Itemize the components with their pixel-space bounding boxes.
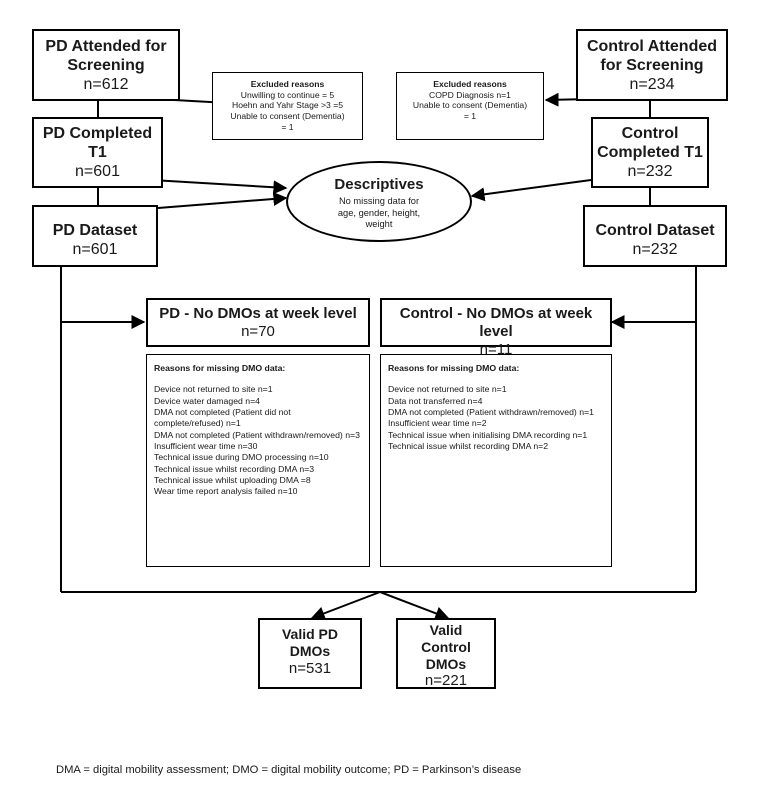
arrow-pd-dataset-descriptives [157, 192, 288, 209]
control-t1-title: Control Completed T1 [597, 125, 703, 162]
pd-reason-item: Technical issue whilst uploading DMA =8 [154, 474, 311, 485]
descriptives-ellipse: Descriptives No missing data for age, ge… [286, 161, 472, 242]
valid-pd-box: Valid PD DMOs n=531 [258, 618, 362, 689]
control-reason-item: Technical issue when initialising DMA re… [388, 429, 588, 440]
pd-reason-item: Insufficient wear time n=30 [154, 440, 258, 451]
pd-reason-item: DMA not completed (Patient did not compl… [154, 406, 291, 429]
excluded-control-line: Unable to consent (Dementia) [412, 100, 528, 111]
control-reasons-box: Reasons for missing DMO data: Device not… [380, 354, 612, 567]
control-screening-title: Control Attended for Screening [586, 38, 718, 75]
excluded-pd-line: Unwilling to continue = 5 [240, 89, 335, 100]
pd-t1-count: n=601 [75, 163, 120, 181]
excluded-pd-box: Excluded reasons Unwilling to continue =… [212, 72, 363, 140]
pd-dataset-title: PD Dataset [52, 222, 138, 239]
control-reasons-heading: Reasons for missing DMO data: [388, 363, 520, 373]
control-dataset-title: Control Dataset [595, 222, 715, 239]
pd-reason-item: Technical issue whilst recording DMA n=3 [154, 463, 315, 474]
arrow-to-valid-control [379, 591, 450, 621]
excluded-control-line: COPD Diagnosis n=1 [429, 89, 511, 100]
control-screening-count: n=234 [629, 76, 675, 94]
control-t1-count: n=232 [627, 163, 673, 181]
excluded-control-line: = 1 [463, 111, 477, 122]
pd-screening-title: PD Attended for Screening [45, 38, 167, 75]
excluded-control-heading: Excluded reasons [433, 79, 507, 89]
pd-screening-count: n=612 [83, 76, 129, 94]
control-no-dmo-title: Control - No DMOs at week level [399, 305, 593, 340]
valid-pd-count: n=531 [288, 659, 332, 677]
pd-reasons-box: Reasons for missing DMO data: Device not… [146, 354, 370, 567]
control-dataset-count: n=232 [632, 241, 678, 259]
excluded-control-box: Excluded reasons COPD Diagnosis n=1 Unab… [396, 72, 544, 140]
valid-pd-title: Valid PD DMOs [281, 626, 339, 659]
pd-no-dmo-count: n=70 [241, 323, 275, 340]
excluded-pd-line: Unable to consent (Dementia) [230, 111, 345, 122]
pd-t1-title: PD Completed T1 [42, 125, 153, 162]
control-no-dmo-box: Control - No DMOs at week level n=11 [380, 298, 612, 358]
control-reason-item: Device not returned to site n=1 [388, 384, 507, 395]
control-t1-box: Control Completed T1 n=232 [591, 117, 709, 188]
control-dataset-box: Control Dataset n=232 [583, 205, 727, 267]
pd-reason-item: Wear time report analysis failed n=10 [154, 486, 298, 497]
pd-reason-item: Device not returned to site n=1 [154, 384, 273, 395]
control-screening-box: Control Attended for Screening n=234 [576, 29, 728, 101]
excluded-pd-heading: Excluded reasons [250, 79, 325, 89]
control-reason-item: Technical issue whilst recording DMA n=2 [388, 440, 549, 451]
valid-control-title: Valid Control DMOs [421, 622, 471, 672]
valid-control-count: n=221 [424, 672, 468, 690]
pd-dataset-count: n=601 [72, 241, 118, 259]
pd-no-dmo-box: PD - No DMOs at week level n=70 [146, 298, 370, 347]
descriptives-title: Descriptives [334, 176, 424, 193]
pd-screening-box: PD Attended for Screening n=612 [32, 29, 180, 101]
control-reason-item: Insufficient wear time n=2 [388, 418, 487, 429]
arrow-pd-t1-descriptives [151, 179, 288, 195]
pd-reason-item: DMA not completed (Patient withdrawn/rem… [154, 429, 360, 440]
control-reason-item: DMA not completed (Patient withdrawn/rem… [388, 406, 594, 417]
pd-dataset-box: PD Dataset n=601 [32, 205, 158, 267]
control-no-dmo-count: n=11 [479, 341, 513, 358]
pd-t1-box: PD Completed T1 n=601 [32, 117, 163, 188]
arrow-control-t1-descriptives [470, 179, 592, 202]
valid-control-box: Valid Control DMOs n=221 [396, 618, 496, 689]
excluded-pd-line: = 1 [281, 121, 294, 132]
footnote: DMA = digital mobility assessment; DMO =… [56, 764, 522, 776]
excluded-pd-line: Hoehn and Yahr Stage >3 =5 [231, 100, 343, 111]
pd-reason-item: Technical issue during DMO processing n=… [154, 452, 329, 463]
arrow-to-valid-pd [310, 591, 381, 621]
descriptives-text: No missing data for age, gender, height,… [337, 196, 421, 230]
pd-no-dmo-title: PD - No DMOs at week level [159, 305, 357, 322]
pd-reason-item: Device water damaged n=4 [154, 395, 261, 406]
pd-reasons-heading: Reasons for missing DMO data: [154, 363, 286, 373]
control-reason-item: Data not transferred n=4 [388, 395, 483, 406]
